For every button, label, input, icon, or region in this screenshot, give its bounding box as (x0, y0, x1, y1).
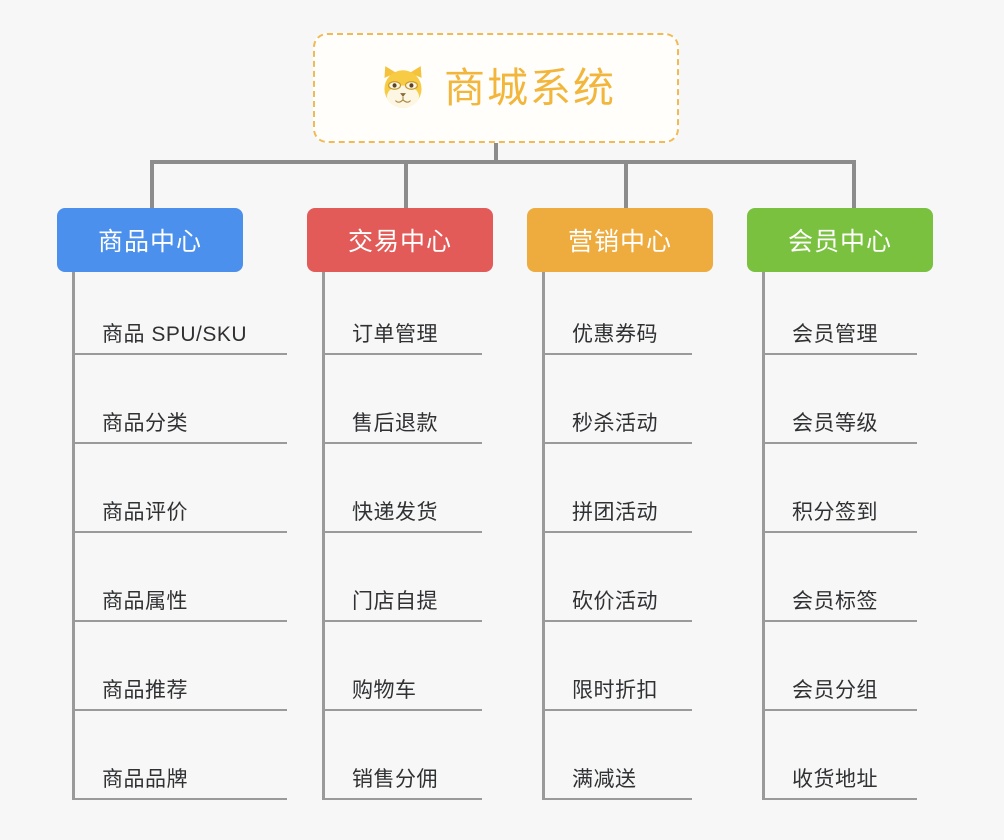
leaf-item-rule (72, 709, 287, 711)
column-trunk-2 (322, 272, 325, 800)
leaf-item-rule (72, 620, 287, 622)
connector-horizontal-bus (150, 160, 854, 164)
leaf-item-rule (542, 353, 692, 355)
leaf-item-label: 会员分组 (792, 679, 878, 702)
leaf-item-rule (762, 798, 917, 800)
leaf-item-label: 拼团活动 (572, 501, 658, 524)
leaf-item-label: 会员管理 (792, 323, 878, 346)
category-label: 交易中心 (347, 228, 452, 256)
leaf-item-rule (762, 442, 917, 444)
connector-drop-2 (404, 160, 408, 210)
category-box-3[interactable]: 营销中心 (527, 208, 713, 272)
leaf-item-label: 商品推荐 (102, 679, 188, 702)
root-title: 商城系统 (444, 64, 616, 111)
leaf-item-label: 优惠券码 (572, 323, 658, 346)
connector-drop-3 (624, 160, 628, 210)
column-trunk-1 (72, 272, 75, 800)
leaf-item-rule (542, 442, 692, 444)
root-node[interactable]: 商城系统 (313, 33, 679, 143)
leaf-item-label: 商品评价 (102, 501, 188, 524)
leaf-item-rule (762, 620, 917, 622)
leaf-item-label: 销售分佣 (352, 768, 438, 791)
leaf-item-rule (322, 531, 482, 533)
category-box-4[interactable]: 会员中心 (747, 208, 933, 272)
category-box-2[interactable]: 交易中心 (307, 208, 493, 272)
leaf-item-label: 商品属性 (102, 590, 188, 613)
leaf-item-label: 门店自提 (352, 590, 438, 613)
connector-drop-4 (852, 160, 856, 210)
leaf-item-rule (72, 798, 287, 800)
leaf-item-label: 砍价活动 (572, 590, 658, 613)
category-box-1[interactable]: 商品中心 (57, 208, 243, 272)
connector-drop-1 (150, 160, 154, 210)
leaf-item-label: 会员标签 (792, 590, 878, 613)
shiba-dog-face-icon (376, 61, 430, 115)
leaf-item-rule (72, 353, 287, 355)
leaf-item-label: 快递发货 (352, 501, 438, 524)
leaf-item-rule (542, 798, 692, 800)
leaf-item-rule (72, 531, 287, 533)
category-label: 商品中心 (97, 228, 202, 256)
leaf-item-label: 秒杀活动 (572, 412, 658, 435)
leaf-item-label: 满减送 (572, 768, 637, 791)
leaf-item-label: 购物车 (352, 679, 417, 702)
leaf-item-label: 积分签到 (792, 501, 878, 524)
leaf-item-rule (762, 709, 917, 711)
leaf-item-rule (322, 798, 482, 800)
leaf-item-label: 售后退款 (352, 412, 438, 435)
leaf-item-rule (542, 531, 692, 533)
leaf-item-label: 订单管理 (352, 323, 438, 346)
leaf-item-rule (322, 620, 482, 622)
leaf-item-rule (542, 620, 692, 622)
category-label: 会员中心 (787, 228, 892, 256)
leaf-item-rule (322, 709, 482, 711)
column-trunk-3 (542, 272, 545, 800)
connector-root-stem (494, 143, 498, 163)
leaf-item-label: 商品品牌 (102, 768, 188, 791)
leaf-item-rule (322, 442, 482, 444)
leaf-item-label: 商品 SPU/SKU (102, 323, 248, 346)
leaf-item-rule (762, 531, 917, 533)
leaf-item-label: 限时折扣 (572, 679, 658, 702)
leaf-item-rule (542, 709, 692, 711)
leaf-item-label: 商品分类 (102, 412, 188, 435)
leaf-item-rule (72, 442, 287, 444)
leaf-item-rule (322, 353, 482, 355)
leaf-item-label: 会员等级 (792, 412, 878, 435)
leaf-item-rule (762, 353, 917, 355)
leaf-item-label: 收货地址 (792, 768, 878, 791)
column-trunk-4 (762, 272, 765, 800)
category-label: 营销中心 (567, 228, 672, 256)
